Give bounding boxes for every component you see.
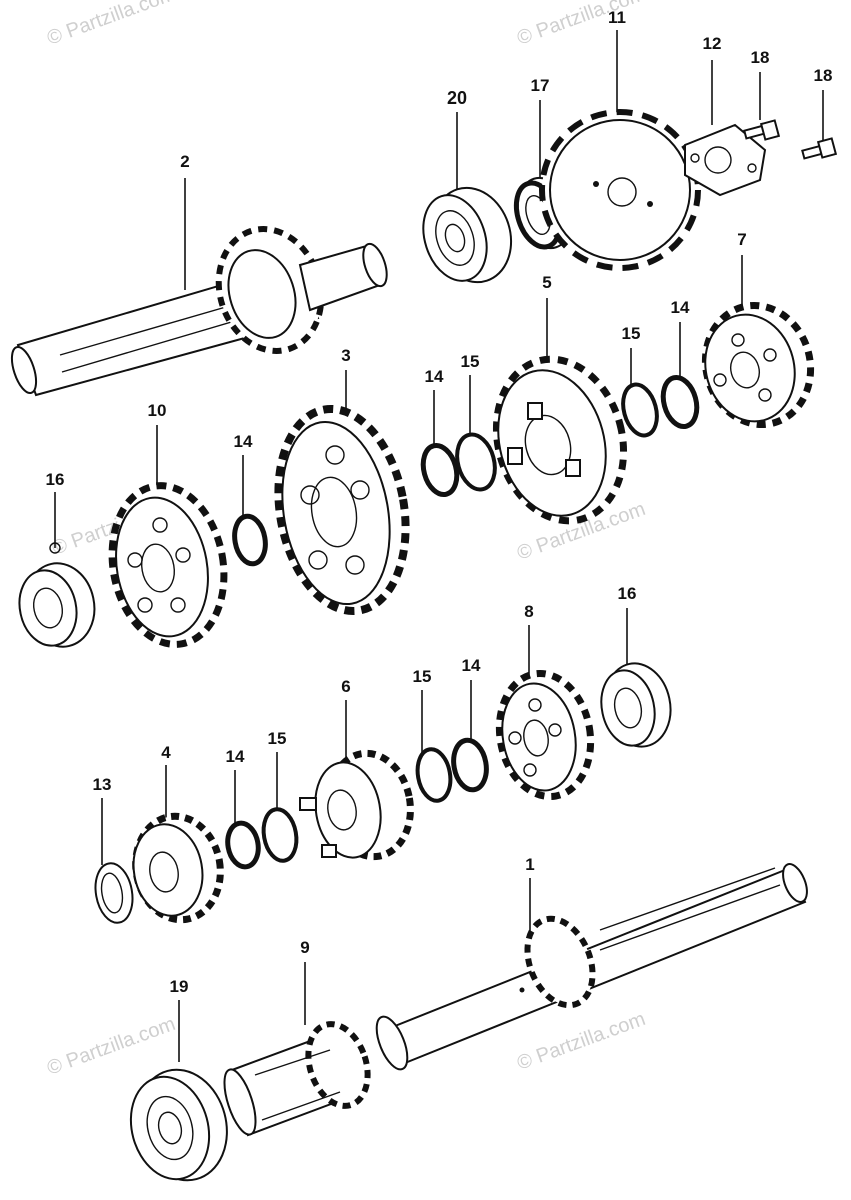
part-label-19: 19 bbox=[169, 977, 189, 996]
part-label-2: 2 bbox=[180, 152, 190, 171]
part-label-20: 20 bbox=[446, 88, 468, 108]
bearing-16 bbox=[18, 542, 96, 648]
part-label-15: 15 bbox=[460, 352, 480, 371]
watermark: © Partzilla.com bbox=[44, 0, 178, 50]
part-label-8: 8 bbox=[524, 602, 534, 621]
part-label-14: 14 bbox=[461, 656, 481, 675]
part-label-14: 14 bbox=[424, 367, 444, 386]
thrust-washer-14 bbox=[660, 374, 700, 430]
circlip-15 bbox=[455, 432, 497, 492]
part-label-13: 13 bbox=[92, 775, 112, 794]
gear-6 bbox=[299, 749, 414, 861]
part-label-4: 4 bbox=[161, 743, 171, 762]
part-label-18: 18 bbox=[813, 66, 833, 85]
sprocket-11 bbox=[539, 109, 701, 271]
bolt-18 bbox=[743, 119, 781, 141]
shaft-1 bbox=[375, 863, 808, 1071]
washer-13 bbox=[94, 862, 134, 924]
circlip-15 bbox=[415, 747, 453, 803]
thrust-washer-14 bbox=[451, 737, 489, 793]
part-label-10: 10 bbox=[147, 401, 167, 420]
part-label-15: 15 bbox=[621, 324, 641, 343]
part-label-5: 5 bbox=[542, 273, 552, 292]
part-label-16: 16 bbox=[45, 470, 65, 489]
part-label-15: 15 bbox=[267, 729, 287, 748]
part-label-11: 11 bbox=[608, 8, 626, 27]
part-label-12: 12 bbox=[702, 34, 722, 53]
gear-9 bbox=[223, 1021, 371, 1137]
circlip-15 bbox=[621, 382, 659, 438]
gear-4 bbox=[132, 812, 224, 924]
bearing-20 bbox=[422, 186, 513, 284]
thrust-washer-14 bbox=[420, 442, 460, 498]
watermark: © Partzilla.com bbox=[44, 1013, 178, 1080]
part-label-1: 1 bbox=[525, 855, 535, 874]
part-label-17: 17 bbox=[530, 76, 550, 95]
thrust-washer-14 bbox=[232, 513, 268, 567]
watermark: © Partzilla.com bbox=[514, 1008, 648, 1075]
bearing-16 bbox=[600, 662, 672, 748]
gear-3 bbox=[274, 404, 410, 616]
part-label-15: 15 bbox=[412, 667, 432, 686]
thrust-washer-14 bbox=[225, 820, 261, 870]
part-label-3: 3 bbox=[341, 346, 351, 365]
lock-plate-12 bbox=[684, 123, 767, 197]
leader-lines bbox=[54, 30, 824, 1062]
part-label-14: 14 bbox=[225, 747, 245, 766]
watermark: © Partzilla.com bbox=[514, 0, 648, 50]
gear-5 bbox=[492, 355, 628, 525]
part-label-6: 6 bbox=[341, 677, 351, 696]
part-label-14: 14 bbox=[233, 432, 253, 451]
circlip-15 bbox=[261, 807, 299, 863]
bearing-19 bbox=[129, 1068, 228, 1182]
shaft-2 bbox=[10, 226, 388, 397]
gear-10 bbox=[108, 482, 228, 648]
part-label-7: 7 bbox=[737, 230, 747, 249]
part-label-16: 16 bbox=[617, 584, 637, 603]
part-label-18: 18 bbox=[750, 48, 770, 67]
gear-7 bbox=[701, 302, 815, 428]
gear-8 bbox=[495, 669, 595, 801]
bolt-18 bbox=[801, 137, 838, 160]
part-label-14: 14 bbox=[670, 298, 690, 317]
part-label-9: 9 bbox=[300, 938, 310, 957]
